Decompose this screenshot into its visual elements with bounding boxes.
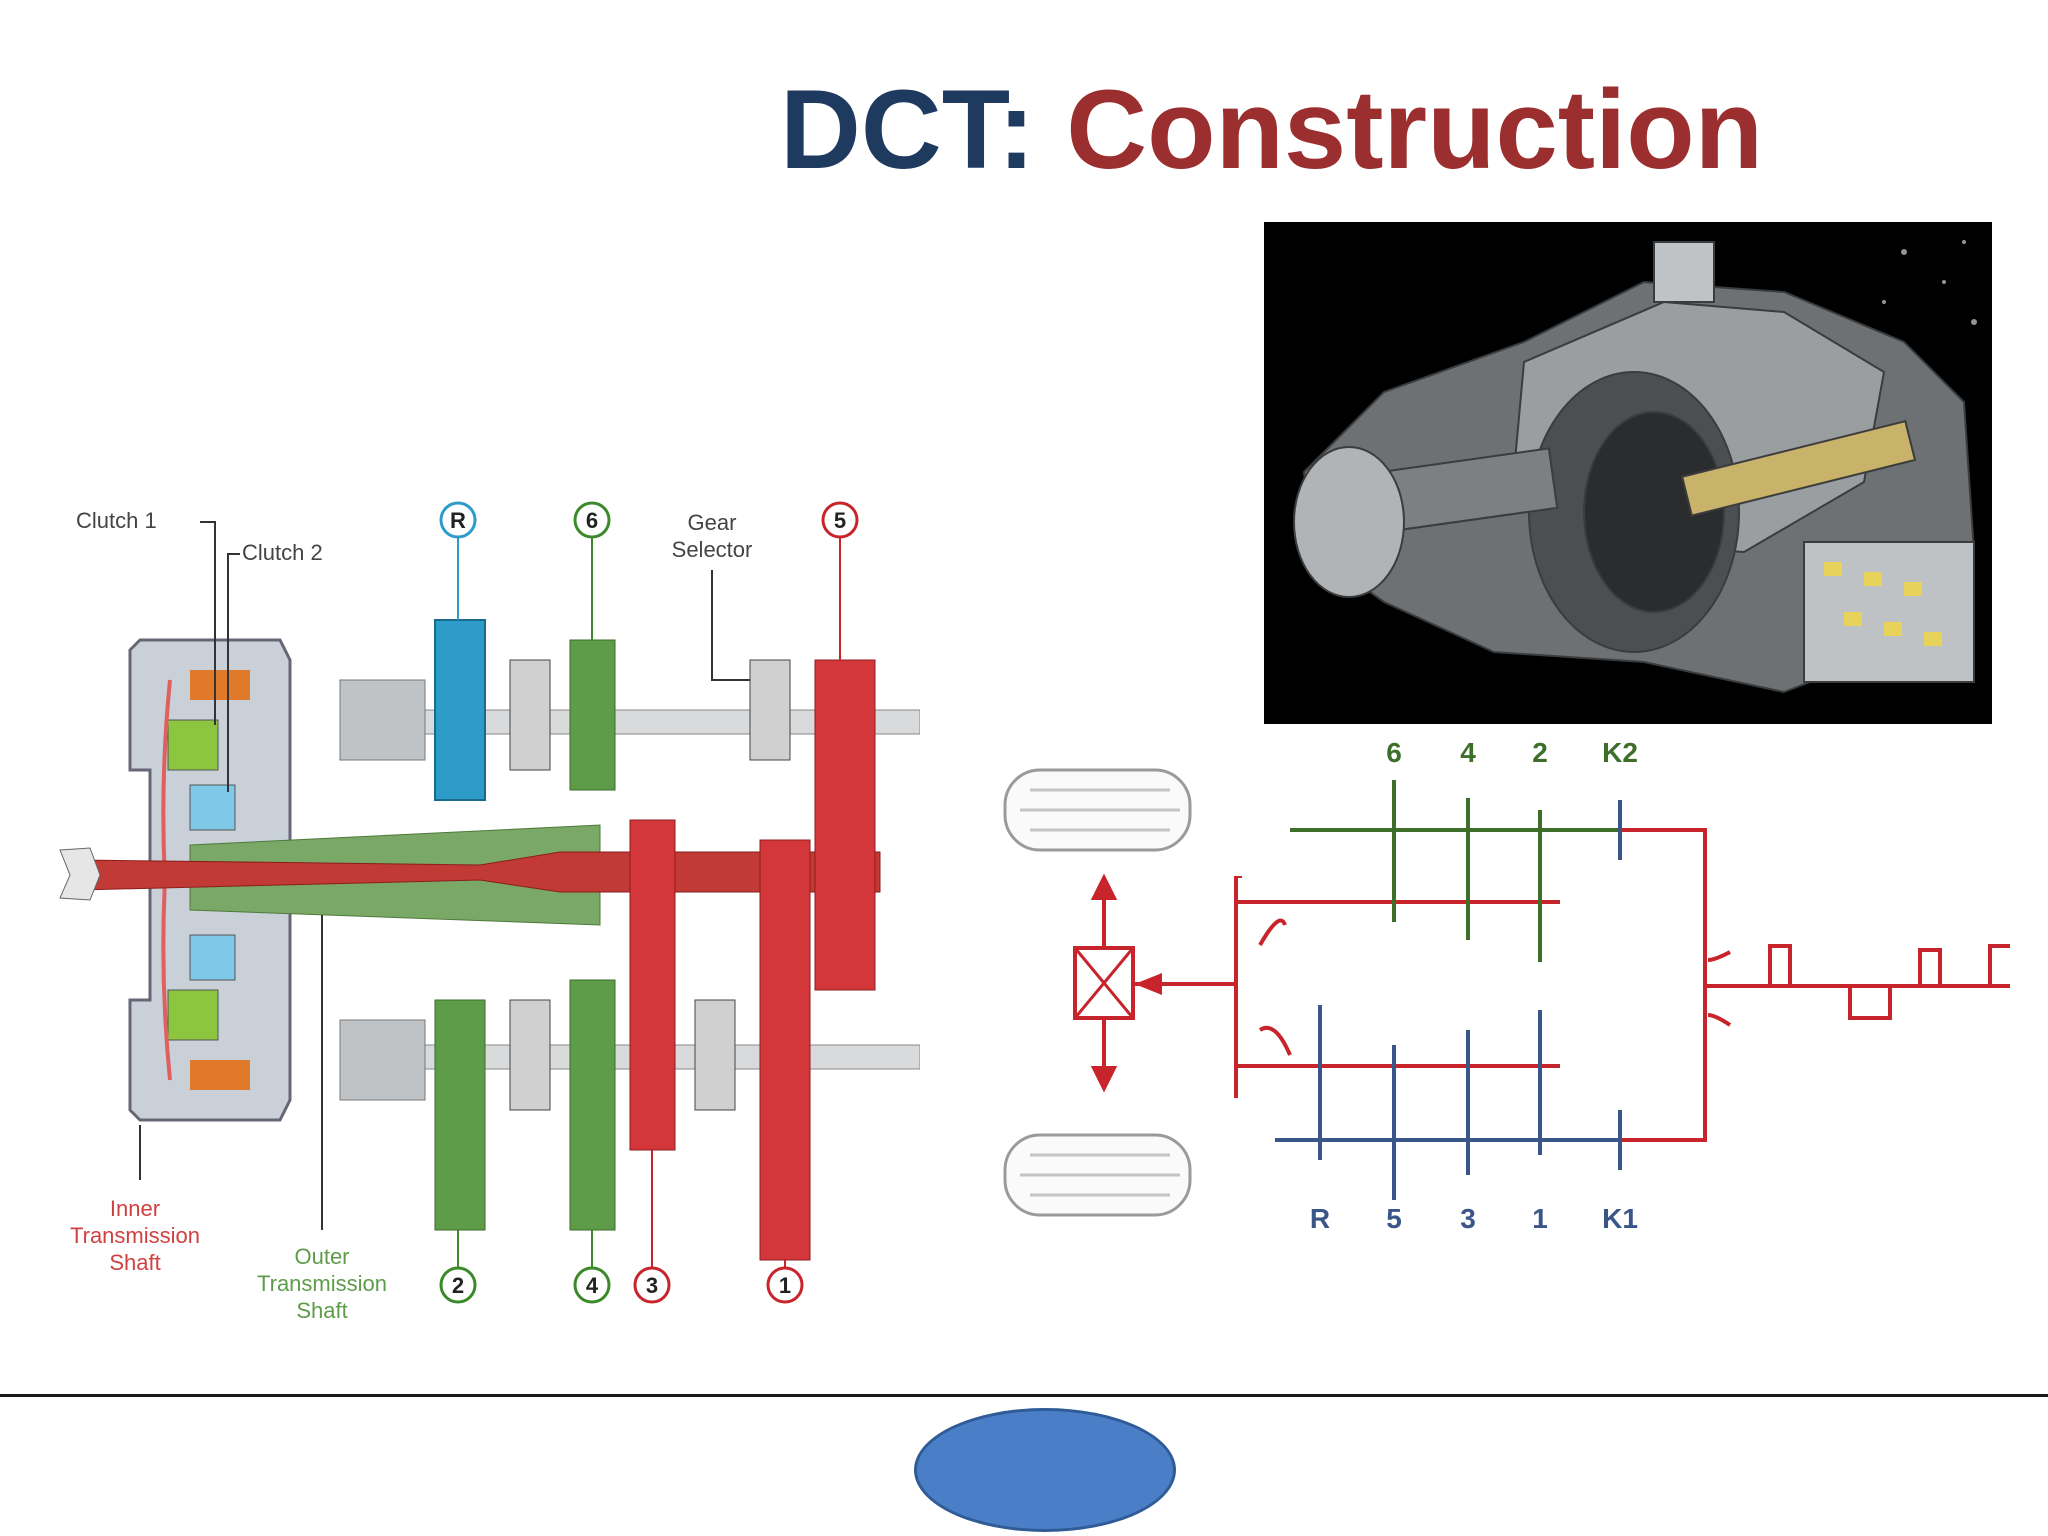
footer-divider: [0, 1394, 2048, 1397]
gear-2-label: 2: [452, 1273, 464, 1298]
inner-shaft-label-line2: Transmission: [70, 1223, 200, 1248]
tire-icon: [1003, 1133, 1192, 1217]
gear-selector-label-line2: Selector: [672, 537, 753, 562]
clutch-2-label: Clutch 2: [242, 540, 323, 565]
schematic-top-label: 4: [1460, 737, 1476, 768]
gear-6-label: 6: [586, 508, 598, 533]
outer-shaft-label-line2: Transmission: [257, 1271, 387, 1296]
outer-shaft-label-line1: Outer: [294, 1244, 349, 1269]
gear-5-label: 5: [834, 508, 846, 533]
dct-schematic: 6 4 2 K2 R 5 3 1 K1: [990, 730, 2030, 1250]
tire-icon: [1003, 768, 1192, 852]
inner-shaft-label-line3: Shaft: [109, 1250, 160, 1275]
gear-4-label: 4: [586, 1273, 599, 1298]
schematic-bottom-label: 3: [1460, 1203, 1476, 1234]
gear-1-label: 1: [779, 1273, 791, 1298]
title-prefix: DCT:: [780, 67, 1036, 192]
slide-title: DCT: Construction: [780, 62, 1763, 198]
transmission-cutaway-photo: [1264, 222, 1992, 724]
gear-3-label: 3: [646, 1273, 658, 1298]
schematic-bottom-label: 5: [1386, 1203, 1402, 1234]
gear-selector-label-line1: Gear: [688, 510, 737, 535]
outer-shaft-label-line3: Shaft: [296, 1298, 347, 1323]
inner-shaft-label-line1: Inner: [110, 1196, 160, 1221]
gear-r-label: R: [450, 508, 466, 533]
clutch-1-label: Clutch 1: [76, 508, 157, 533]
blue-oval-shape: [914, 1408, 1176, 1532]
schematic-bottom-label: R: [1310, 1203, 1330, 1234]
schematic-top-label: 6: [1386, 737, 1402, 768]
schematic-top-label: K2: [1602, 737, 1638, 768]
gearbox-cutaway-diagram: R 6 5 2 4 3 1 Clutch 1 Clutch 2 Gear Sel…: [40, 480, 920, 1350]
schematic-top-label: 2: [1532, 737, 1548, 768]
title-main: Construction: [1066, 67, 1764, 192]
schematic-bottom-label: K1: [1602, 1203, 1638, 1234]
schematic-bottom-label: 1: [1532, 1203, 1548, 1234]
